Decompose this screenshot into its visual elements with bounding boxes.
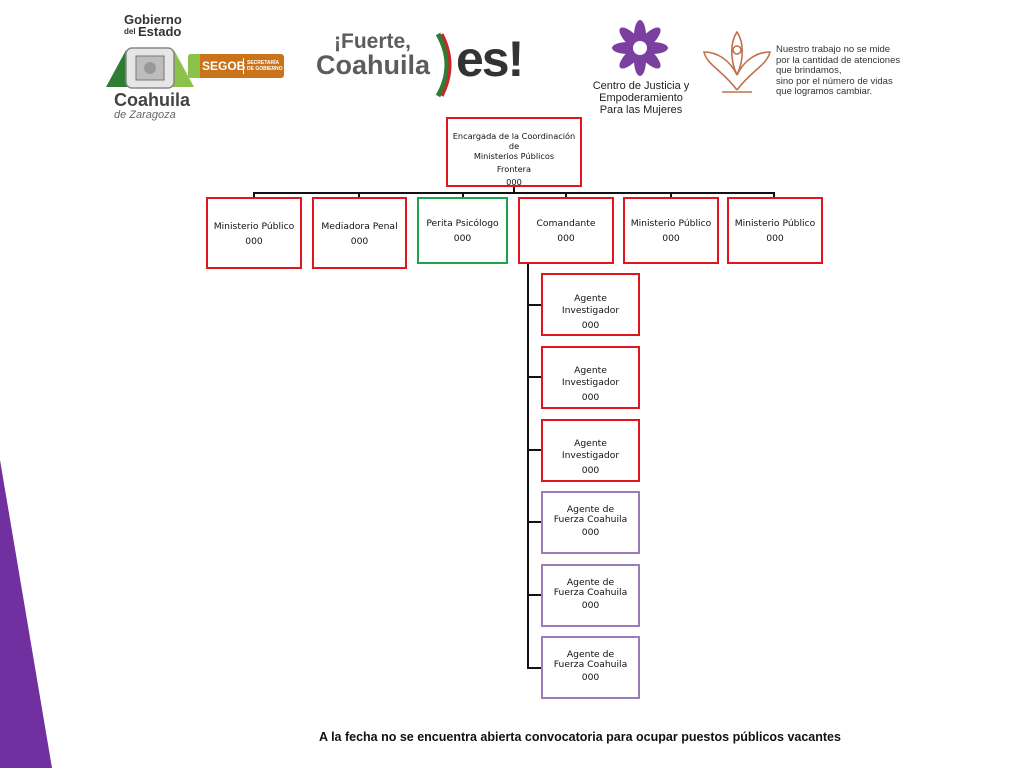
node-number: 000 bbox=[453, 233, 472, 244]
connector-drop-6 bbox=[773, 192, 775, 198]
connector-drop-3 bbox=[462, 192, 464, 198]
node-label: Ministerio Público bbox=[734, 218, 816, 229]
connector-horizontal bbox=[253, 192, 775, 194]
org-node-agente-investigador-2: Agente Investigador 000 bbox=[541, 346, 640, 409]
org-node-comandante: Comandante 000 bbox=[518, 197, 614, 264]
es-wordmark: es! bbox=[456, 31, 524, 87]
node-number: 000 bbox=[506, 177, 522, 187]
node-label: Agente de Fuerza Coahuila bbox=[553, 504, 628, 525]
motto-line4: sino por el número de vidas bbox=[776, 75, 893, 87]
motto-line1: Nuestro trabajo no se mide bbox=[776, 44, 891, 55]
node-number: 000 bbox=[581, 320, 600, 331]
parenthesis-mark-icon bbox=[435, 32, 452, 98]
fuerte-label: ¡Fuerte, bbox=[334, 30, 412, 53]
segob-sub1: SECRETARÍA bbox=[247, 60, 280, 66]
org-node-agente-investigador-3: Agente Investigador 000 bbox=[541, 419, 640, 482]
org-node-agente-fuerza-coahuila-2: Agente de Fuerza Coahuila 000 bbox=[541, 564, 640, 627]
node-label: Agente de Fuerza Coahuila bbox=[553, 649, 628, 670]
org-node-agente-fuerza-coahuila-1: Agente de Fuerza Coahuila 000 bbox=[541, 491, 640, 554]
connector-agent-1 bbox=[527, 304, 542, 306]
org-node-ministerio-publico-2: Ministerio Público 000 bbox=[623, 197, 719, 264]
coahuila-label: Coahuila bbox=[114, 90, 191, 110]
connector-agent-2 bbox=[527, 376, 542, 378]
motto-text: Nuestro trabajo no se mide por la cantid… bbox=[776, 44, 946, 98]
node-label: Perita Psicólogo bbox=[426, 218, 499, 229]
fuerte-coahuila-logo: ¡Fuerte, Coahuila es! bbox=[316, 26, 556, 102]
gobierno-label: Gobierno bbox=[124, 12, 182, 27]
org-node-mediadora-penal: Mediadora Penal 000 bbox=[312, 197, 407, 269]
node-number: 000 bbox=[245, 236, 263, 247]
del-label: del bbox=[124, 27, 136, 36]
org-node-ministerio-publico-3: Ministerio Público 000 bbox=[727, 197, 823, 264]
cjem-line1: Centro de Justicia y bbox=[592, 80, 690, 92]
estado-label: Estado bbox=[138, 24, 182, 39]
footer-note: A la fecha no se encuentra abierta convo… bbox=[0, 730, 1024, 744]
node-number: 000 bbox=[662, 233, 680, 244]
cjem-line3: Para las Mujeres bbox=[599, 104, 683, 116]
connector-drop-2 bbox=[358, 192, 360, 198]
connector-agent-6 bbox=[527, 667, 542, 669]
node-label: Agente Investigador bbox=[561, 293, 620, 316]
connector-drop-1 bbox=[253, 192, 255, 198]
org-node-perita-psicologo: Perita Psicólogo 000 bbox=[417, 197, 508, 264]
node-number: 000 bbox=[557, 233, 575, 244]
org-node-agente-investigador-1: Agente Investigador 000 bbox=[541, 273, 640, 336]
node-label: Agente Investigador bbox=[561, 365, 620, 388]
connector-agent-5 bbox=[527, 594, 542, 596]
coahuila-wordmark: Coahuila bbox=[316, 50, 431, 80]
node-location: Frontera bbox=[496, 164, 532, 174]
coat-of-arms-icon bbox=[106, 47, 194, 89]
zaragoza-label: de Zaragoza bbox=[114, 109, 176, 121]
node-number: 000 bbox=[581, 527, 600, 538]
org-node-agente-fuerza-coahuila-3: Agente de Fuerza Coahuila 000 bbox=[541, 636, 640, 699]
footer-text: A la fecha no se encuentra abierta convo… bbox=[319, 730, 841, 744]
node-label: Ministerio Público bbox=[630, 218, 712, 229]
segob-sub2: DE GOBIERNO bbox=[247, 66, 283, 72]
node-number: 000 bbox=[581, 392, 600, 403]
decorative-purple-wedge bbox=[0, 460, 52, 768]
node-label: Agente Investigador bbox=[561, 438, 620, 461]
node-number: 000 bbox=[766, 233, 784, 244]
connector-agent-4 bbox=[527, 521, 542, 523]
connector-agents-vertical bbox=[527, 263, 529, 669]
motto-line5: que logramos cambiar. bbox=[776, 86, 873, 97]
connector-agent-3 bbox=[527, 449, 542, 451]
connector-top-down bbox=[513, 186, 515, 194]
cjem-logo: Centro de Justicia y Empoderamiento Para… bbox=[586, 14, 696, 118]
lotus-figure-icon bbox=[702, 30, 772, 93]
node-label: Mediadora Penal bbox=[321, 221, 398, 232]
node-number: 000 bbox=[581, 672, 600, 683]
node-title-line2: Ministerios Públicos bbox=[473, 151, 555, 161]
segob-label: SEGOB bbox=[202, 59, 246, 73]
node-label: Ministerio Público bbox=[213, 221, 295, 232]
node-label: Agente de Fuerza Coahuila bbox=[553, 577, 628, 598]
node-number: 000 bbox=[581, 600, 600, 611]
cjem-line2: Empoderamiento bbox=[599, 92, 683, 104]
flower-swirl-icon bbox=[612, 20, 668, 76]
gobierno-coahuila-logo: Gobierno del Estado SEGOB SECRETARÍA DE … bbox=[100, 8, 290, 123]
node-number: 000 bbox=[350, 236, 369, 247]
connector-drop-4 bbox=[565, 192, 567, 198]
motto-line2: por la cantidad de atenciones bbox=[776, 54, 901, 66]
segob-badge: SEGOB SECRETARÍA DE GOBIERNO bbox=[188, 54, 284, 78]
connector-drop-5 bbox=[670, 192, 672, 198]
node-title-line1: Encargada de la Coordinación de bbox=[452, 131, 576, 151]
motto-line3: que brindamos, bbox=[776, 65, 842, 76]
node-label: Comandante bbox=[536, 218, 596, 229]
org-node-coordinacion: Encargada de la Coordinación de Minister… bbox=[446, 117, 582, 187]
node-number: 000 bbox=[581, 465, 600, 476]
org-node-ministerio-publico-1: Ministerio Público 000 bbox=[206, 197, 302, 269]
